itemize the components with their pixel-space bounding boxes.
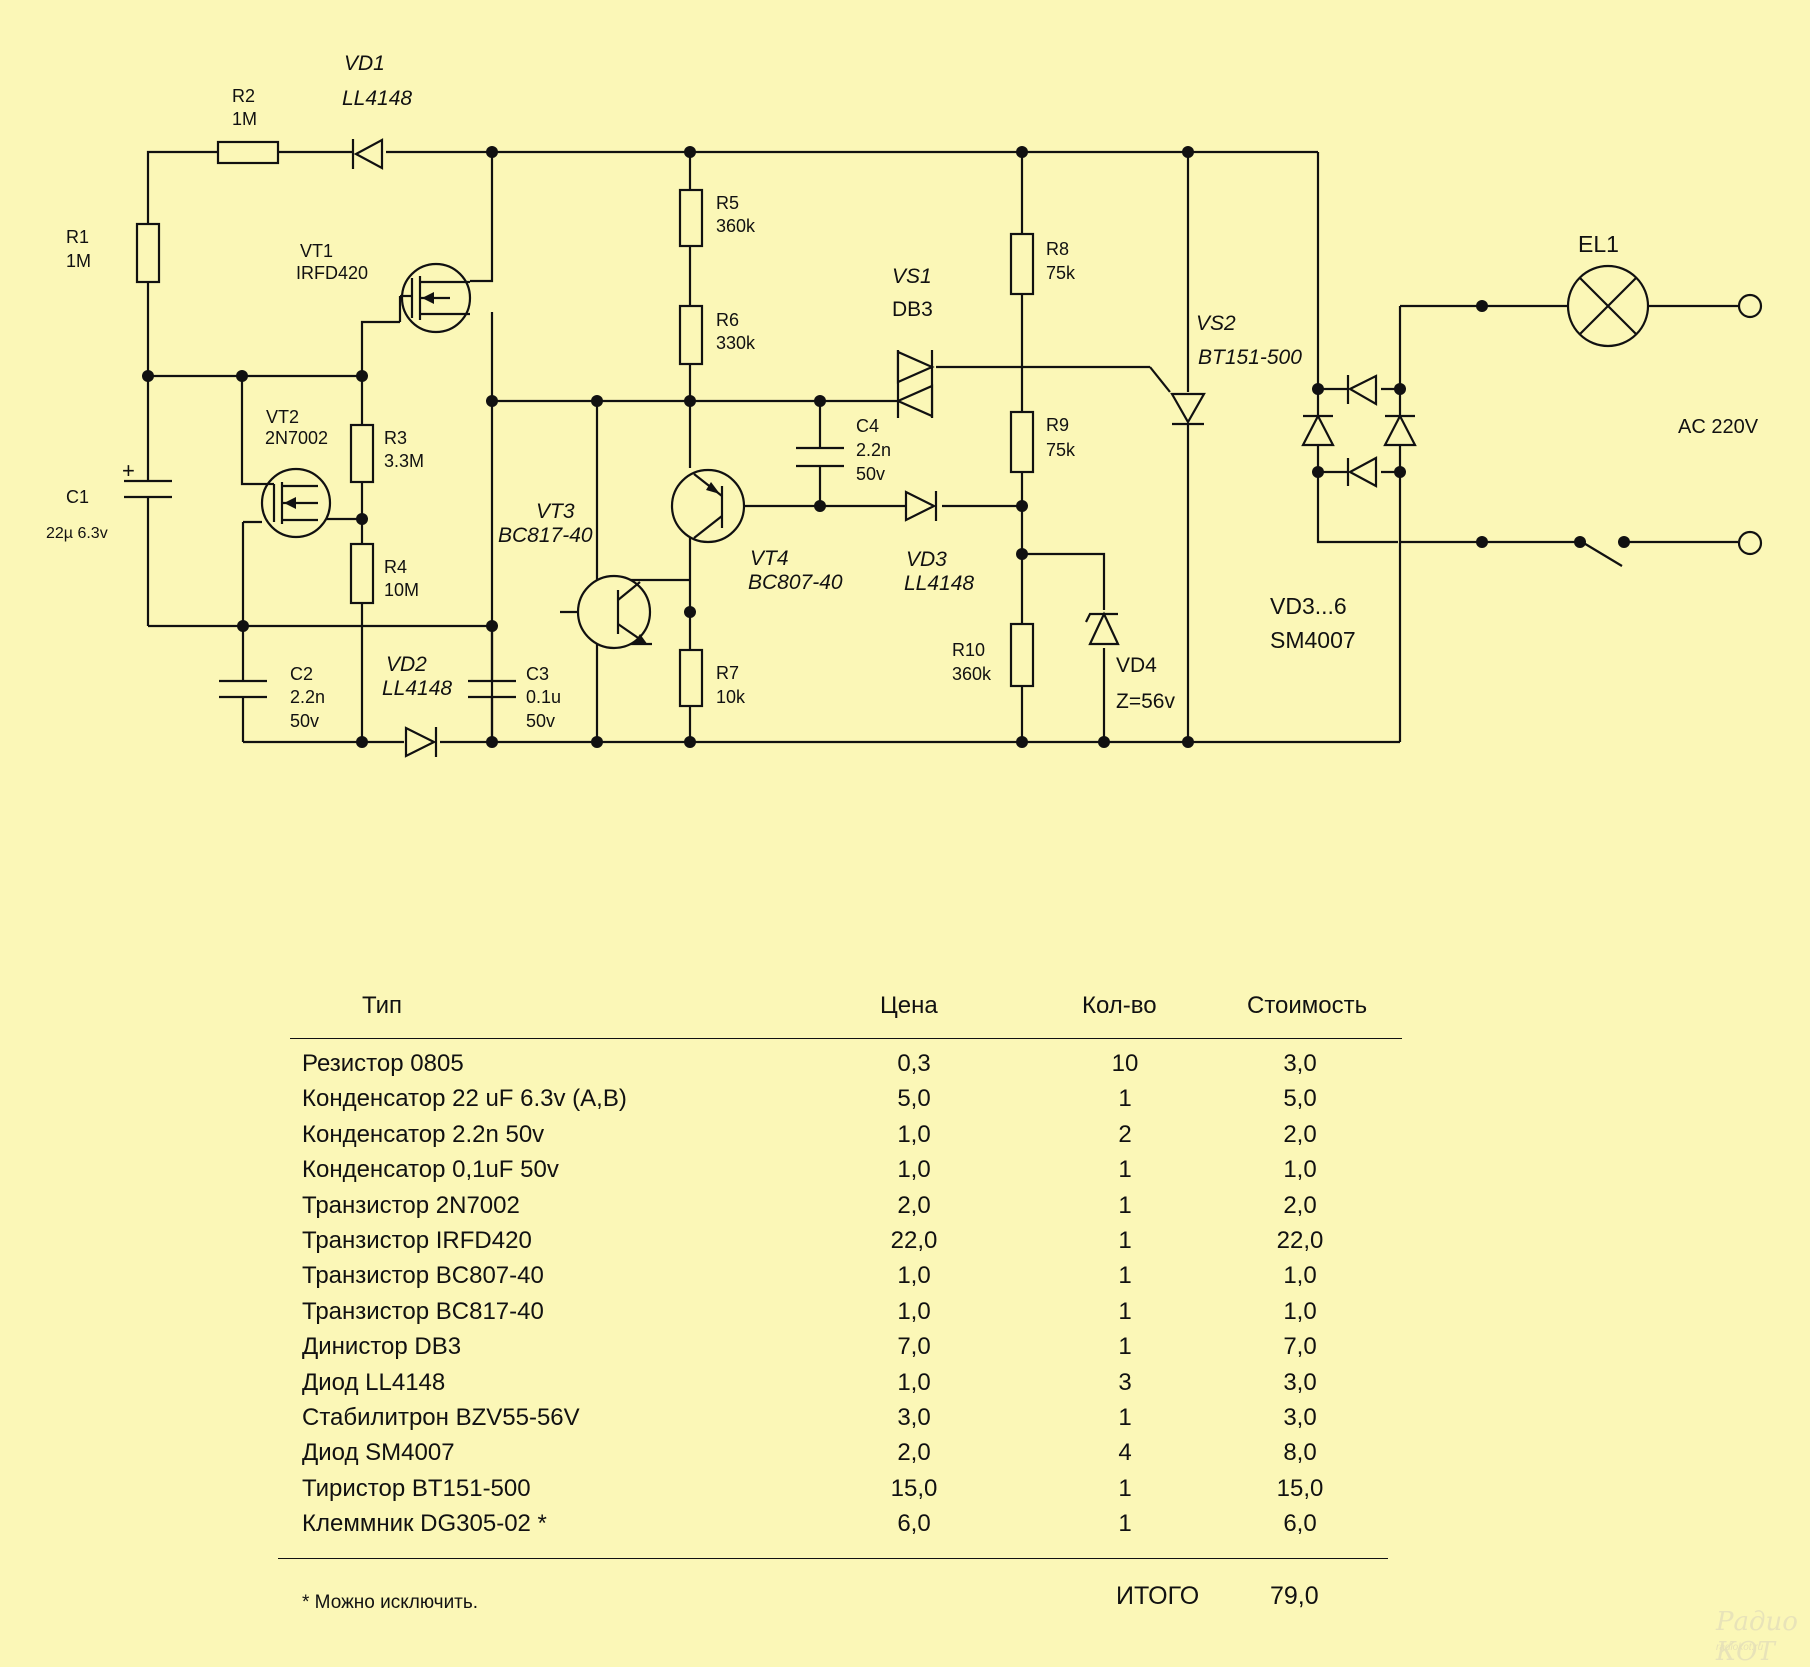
label-vd1-ref: VD1 — [344, 52, 385, 75]
label-ac: AC 220V — [1678, 416, 1759, 438]
label-vt3-val: BC817-40 — [498, 524, 593, 547]
label-vs2-val: BT151-500 — [1198, 346, 1302, 369]
label-vs1-val: DB3 — [892, 298, 933, 321]
label-c3-val1: 0.1u — [526, 687, 561, 707]
label-bridge-val: SM4007 — [1270, 627, 1356, 653]
diode-vd2 — [404, 726, 438, 758]
label-c2-val1: 2.2n — [290, 687, 325, 707]
label-vt4-val: BC807-40 — [748, 571, 843, 594]
mosfet-vt1 — [398, 262, 472, 334]
label-c2-ref: C2 — [290, 664, 313, 684]
label-r9-val: 75k — [1046, 440, 1076, 460]
label-vt2-val: 2N7002 — [265, 428, 328, 448]
label-r7-val: 10k — [716, 687, 746, 707]
terminal-ac-top — [1737, 293, 1763, 319]
label-r8-ref: R8 — [1046, 239, 1069, 259]
diode-vd1 — [351, 138, 384, 170]
resistor-r10 — [1009, 622, 1035, 688]
label-r4-val: 10M — [384, 580, 419, 600]
label-r9-ref: R9 — [1046, 415, 1069, 435]
label-vd1-val: LL4148 — [342, 87, 412, 110]
label-bridge-ref: VD3...6 — [1270, 593, 1347, 619]
label-r2-ref: R2 — [232, 86, 255, 106]
label-r1-val: 1M — [66, 251, 91, 271]
label-vd3-ref: VD3 — [906, 548, 947, 571]
component-labels: VD1 LL4148 R2 1M R1 1M VT1 IRFD420 VT2 2… — [46, 52, 1759, 731]
diodes — [351, 138, 1417, 758]
label-c1-val: 22µ 6.3v — [46, 525, 108, 542]
bjt-vt3 — [576, 574, 652, 650]
transistors — [260, 262, 746, 650]
label-r7-ref: R7 — [716, 663, 739, 683]
resistor-r8 — [1009, 232, 1035, 296]
lamp-el1 — [1566, 264, 1650, 348]
diode-vd3 — [904, 490, 938, 522]
capacitor-c4 — [796, 446, 844, 468]
label-c4-val2: 50v — [856, 464, 885, 484]
label-r5-val: 360k — [716, 216, 756, 236]
label-r10-ref: R10 — [952, 640, 985, 660]
label-c3-ref: C3 — [526, 664, 549, 684]
resistor-r6 — [678, 304, 704, 366]
resistor-r5 — [678, 188, 704, 248]
label-r1-ref: R1 — [66, 227, 89, 247]
label-c4-val1: 2.2n — [856, 440, 891, 460]
junction-dots — [142, 146, 1630, 748]
label-c4-ref: C4 — [856, 416, 879, 436]
zener-vd4 — [1085, 611, 1120, 646]
wires — [146, 150, 1738, 744]
capacitor-c3 — [468, 679, 516, 742]
mosfet-vt2 — [260, 467, 332, 539]
label-vs1-ref: VS1 — [892, 265, 932, 288]
label-r6-ref: R6 — [716, 310, 739, 330]
capacitor-c1 — [124, 470, 172, 510]
label-vs2-ref: VS2 — [1196, 312, 1236, 335]
resistor-r2 — [216, 140, 280, 165]
bjt-vt4 — [670, 468, 746, 544]
label-c3-val2: 50v — [526, 711, 555, 731]
label-r3-val: 3.3M — [384, 451, 424, 471]
label-vd2-val: LL4148 — [382, 677, 452, 700]
label-vd3-val: LL4148 — [904, 572, 974, 595]
label-vd4-ref: VD4 — [1116, 654, 1157, 677]
label-c1-plus: + — [122, 458, 135, 483]
resistor-r9 — [1009, 410, 1035, 474]
terminal-ac-bottom — [1737, 530, 1763, 556]
label-el1-ref: EL1 — [1578, 231, 1619, 257]
label-vd4-val: Z=56v — [1116, 690, 1175, 713]
label-vd2-ref: VD2 — [386, 653, 427, 676]
label-r5-ref: R5 — [716, 193, 739, 213]
resistor-r1 — [135, 222, 161, 284]
thyristor-vs2 — [1170, 392, 1206, 426]
label-vt2-ref: VT2 — [266, 407, 299, 427]
label-r10-val: 360k — [952, 664, 992, 684]
label-vt1-ref: VT1 — [300, 241, 333, 261]
resistor-r4 — [349, 542, 375, 605]
bridge-vd3-6 — [1301, 374, 1417, 488]
label-vt1-val: IRFD420 — [296, 263, 368, 283]
label-vt3-ref: VT3 — [536, 500, 575, 523]
label-r8-val: 75k — [1046, 263, 1076, 283]
label-r4-ref: R4 — [384, 557, 407, 577]
label-r2-val: 1M — [232, 109, 257, 129]
capacitors — [124, 446, 844, 742]
label-c1-ref: C1 — [66, 487, 89, 507]
capacitor-c2 — [219, 679, 267, 699]
label-r6-val: 330k — [716, 333, 756, 353]
resistor-r3 — [349, 423, 375, 484]
resistors — [135, 140, 1035, 708]
label-vt4-ref: VT4 — [750, 547, 789, 570]
label-c2-val2: 50v — [290, 711, 319, 731]
dinistor-vs1 — [895, 350, 935, 418]
resistor-r7 — [678, 648, 704, 708]
label-r3-ref: R3 — [384, 428, 407, 448]
